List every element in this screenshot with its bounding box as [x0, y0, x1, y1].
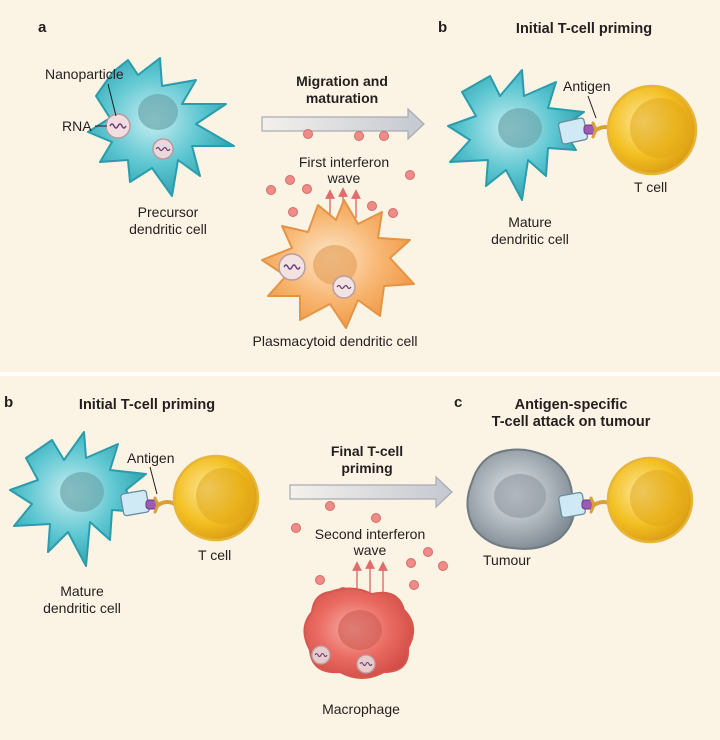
panel-title-initial-priming-bottom: Initial T-cell priming [78, 397, 216, 413]
nanoparticle-pointer [107, 83, 117, 117]
arrow-label-line1: Migration and [296, 73, 388, 89]
final-arrow-label-line1: Final T-cell [330, 443, 404, 459]
nanoparticle-label: Nanoparticle [45, 66, 124, 82]
panel-letter-a: a [38, 19, 47, 36]
wave-label-line2: wave [327, 170, 361, 186]
nanoparticle-icon [311, 645, 331, 665]
second-wave-arrows [352, 559, 388, 592]
t-cell-label: T cell [634, 179, 668, 195]
panel-title-initial-priming: Initial T-cell priming [515, 21, 653, 37]
panel-top [0, 0, 720, 372]
plasmacytoid-dendritic-cell [261, 199, 415, 329]
mature-label-bottom-line1: Mature [60, 583, 104, 599]
mature-dendritic-cell [447, 69, 585, 201]
migration-arrow [261, 107, 425, 141]
antigen-label-bottom: Antigen [127, 450, 175, 466]
final-arrow-label-line2: priming [341, 460, 393, 476]
nanoparticle-icon [332, 275, 356, 299]
antigen-receptor-complex [120, 489, 178, 517]
t-cell-nucleus [630, 98, 690, 158]
nanoparticle-icon [152, 138, 174, 160]
antigen-receptor-complex [557, 117, 616, 145]
mature-label-bottom-line2: dendritic cell [43, 600, 121, 616]
mature-dendritic-cell [9, 431, 147, 567]
plasmacytoid-label: Plasmacytoid dendritic cell [252, 333, 418, 349]
macrophage-label: Macrophage [322, 701, 400, 717]
t-cell-nucleus [196, 468, 252, 524]
tumour-cell [466, 448, 576, 550]
macrophage [303, 587, 415, 679]
mature-label-line1: Mature [508, 214, 552, 230]
wave-label-line1: First interferon [298, 154, 390, 170]
final-priming-arrow [289, 475, 453, 509]
t-cell-nucleus [630, 470, 686, 526]
nanoparticle-icon [356, 654, 376, 674]
mature-label-line2: dendritic cell [491, 231, 569, 247]
t-cell-label-bottom: T cell [198, 547, 232, 563]
rna-label: RNA [62, 118, 92, 134]
panel-letter-c: c [454, 394, 463, 411]
antigen-pointer [149, 466, 158, 495]
panel-title-attack-line1: Antigen-specific [514, 397, 628, 413]
antigen-pointer [587, 95, 597, 119]
tumour-label: Tumour [483, 552, 531, 568]
second-wave-label-line1: Second interferon [314, 526, 426, 542]
panel-letter-b-bottom: b [4, 394, 14, 411]
nanoparticle-icon [278, 253, 306, 281]
antigen-label: Antigen [563, 78, 611, 94]
second-wave-label-line2: wave [353, 542, 387, 558]
panel-letter-b: b [438, 19, 448, 36]
precursor-label-line2: dendritic cell [129, 221, 207, 237]
precursor-label-line1: Precursor [137, 204, 199, 220]
arrow-label-line2: maturation [305, 90, 379, 106]
antigen-receptor-complex [558, 491, 614, 519]
panel-bottom [0, 376, 720, 740]
panel-title-attack-line2: T-cell attack on tumour [491, 414, 651, 430]
nanoparticle-icon [105, 113, 131, 139]
